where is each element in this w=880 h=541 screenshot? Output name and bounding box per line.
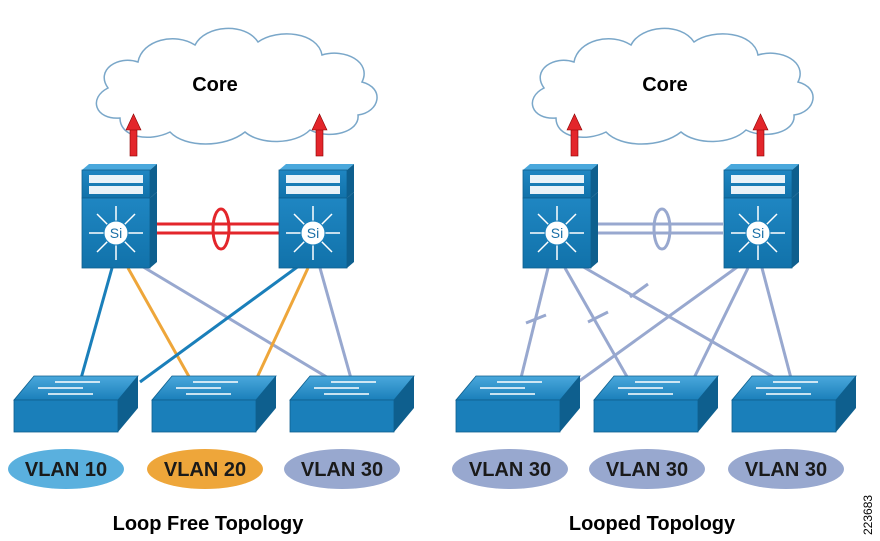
access-switch bbox=[151, 375, 277, 433]
access-switch bbox=[731, 375, 857, 433]
svg-text:VLAN 30: VLAN 30 bbox=[301, 459, 383, 481]
svg-text:VLAN 30: VLAN 30 bbox=[745, 459, 827, 481]
si-label: Si bbox=[551, 225, 563, 241]
looped-diagram: Core bbox=[452, 27, 857, 535]
core-label: Core bbox=[642, 74, 688, 96]
diagram-caption: Looped Topology bbox=[569, 513, 736, 535]
distribution-switch-right: Si bbox=[278, 164, 354, 269]
distribution-switch-right: Si bbox=[723, 164, 799, 269]
vlan-badge: VLAN 30 bbox=[728, 449, 844, 489]
si-label: Si bbox=[307, 225, 319, 241]
si-label: Si bbox=[752, 225, 764, 241]
etherchannel-trunk bbox=[597, 207, 723, 251]
etherchannel-trunk bbox=[156, 207, 282, 251]
access-switch bbox=[455, 375, 581, 433]
vlan-badge: VLAN 10 bbox=[8, 449, 124, 489]
si-label: Si bbox=[110, 225, 122, 241]
core-label: Core bbox=[192, 74, 238, 96]
distribution-switch-left: Si bbox=[81, 164, 157, 269]
vlan-badge: VLAN 30 bbox=[589, 449, 705, 489]
figure-number: 223683 bbox=[861, 495, 875, 535]
distribution-switch-left: Si bbox=[522, 164, 598, 269]
uplink-arrow-right bbox=[311, 113, 328, 157]
access-links bbox=[518, 263, 794, 384]
access-switch bbox=[593, 375, 719, 433]
uplink-arrow-right bbox=[752, 113, 769, 157]
svg-text:VLAN 30: VLAN 30 bbox=[606, 459, 688, 481]
access-switch bbox=[13, 375, 139, 433]
vlan-badge: VLAN 30 bbox=[452, 449, 568, 489]
vlan-badge: VLAN 20 bbox=[147, 449, 263, 489]
uplink-arrow-left bbox=[566, 113, 583, 157]
access-switch bbox=[289, 375, 415, 433]
core-cloud: Core bbox=[95, 27, 378, 145]
svg-text:VLAN 20: VLAN 20 bbox=[164, 459, 246, 481]
diagram-caption: Loop Free Topology bbox=[113, 513, 305, 535]
access-links bbox=[78, 263, 354, 384]
uplink-arrow-left bbox=[125, 113, 142, 157]
svg-text:VLAN 30: VLAN 30 bbox=[469, 459, 551, 481]
vlan-badge: VLAN 30 bbox=[284, 449, 400, 489]
svg-text:VLAN 10: VLAN 10 bbox=[25, 459, 107, 481]
blocked-port-marks bbox=[525, 282, 649, 325]
loop-free-diagram: Core bbox=[8, 27, 415, 535]
core-cloud: Core bbox=[531, 27, 814, 145]
